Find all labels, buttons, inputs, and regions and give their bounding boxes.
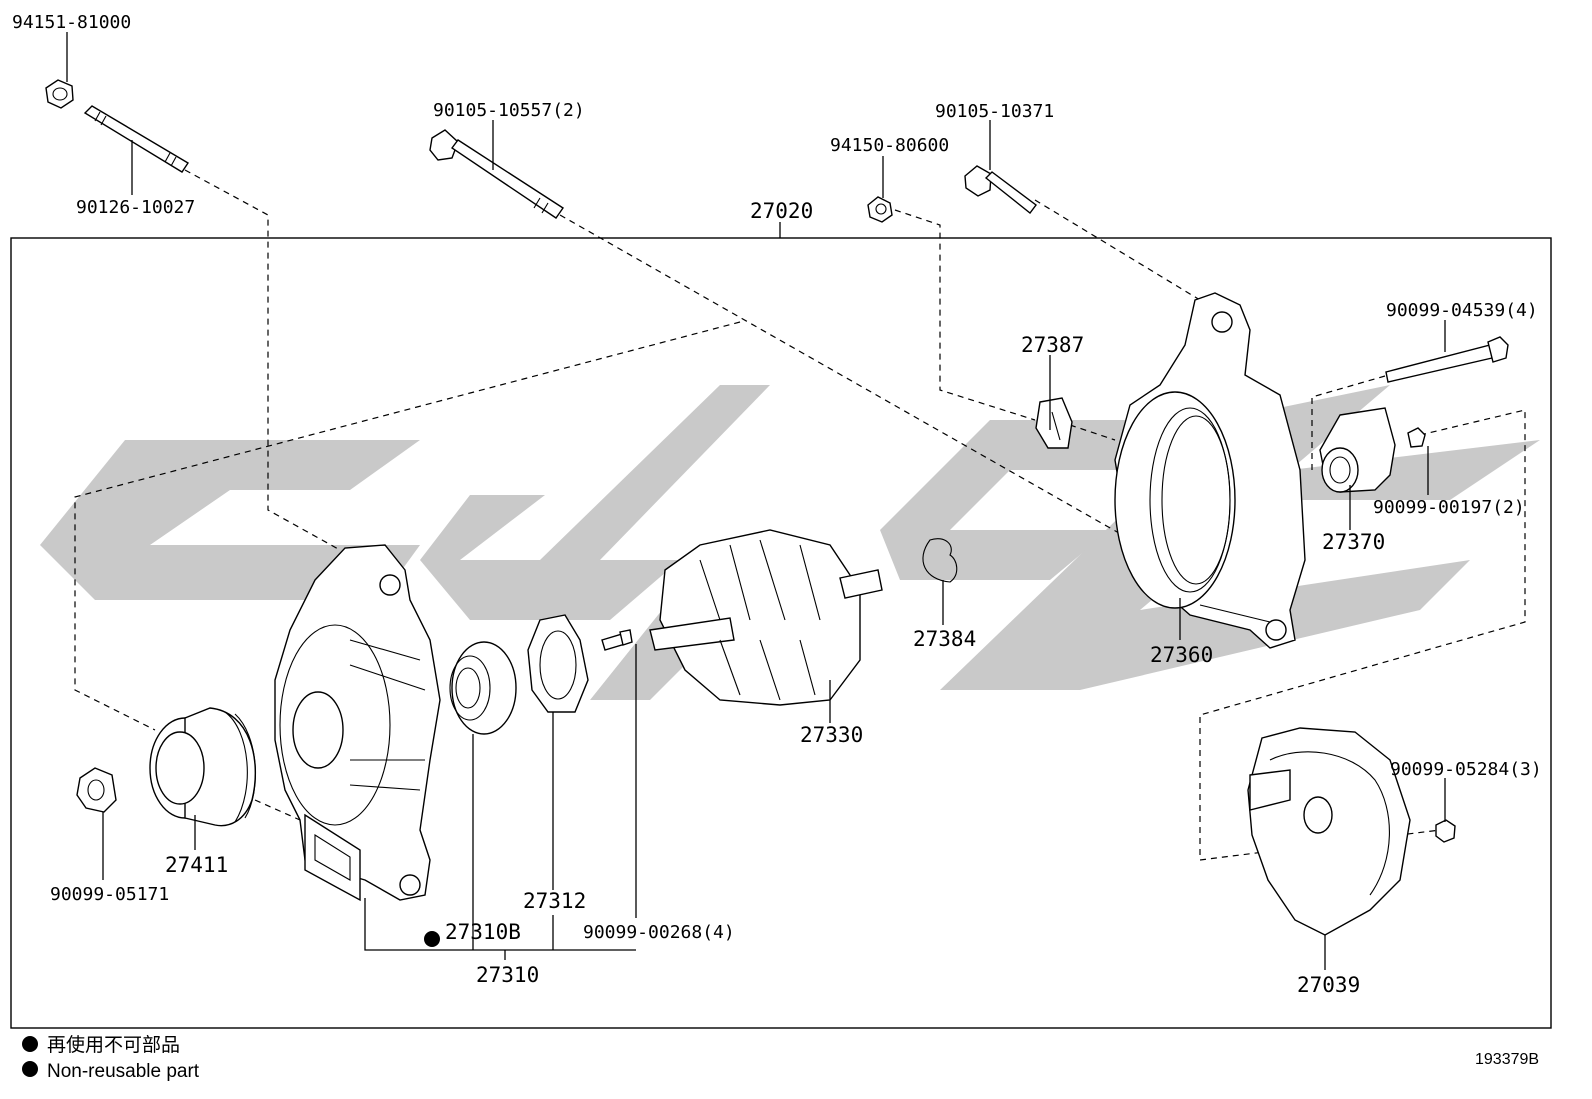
label-27387: 27387 xyxy=(1021,333,1084,357)
label-90105-10557: 90105-10557(2) xyxy=(433,100,585,121)
snap-ring-27384 xyxy=(922,538,958,583)
label-27370: 27370 xyxy=(1322,530,1385,554)
label-27384: 27384 xyxy=(913,627,976,651)
nut-94150 xyxy=(867,196,893,223)
label-27360: 27360 xyxy=(1150,643,1213,667)
label-94150-80600: 94150-80600 xyxy=(830,135,949,156)
legend-text-en: Non-reusable part xyxy=(47,1061,200,1082)
legend-bullet-jp xyxy=(22,1036,38,1052)
nut-90099-05171 xyxy=(76,767,117,813)
nut-94151 xyxy=(45,79,74,109)
label-27310: 27310 xyxy=(476,963,539,987)
regulator-27370 xyxy=(1319,407,1396,493)
label-27330: 27330 xyxy=(800,723,863,747)
rear-cover-27039 xyxy=(1247,727,1411,936)
assembly-guide-lines xyxy=(74,169,1526,861)
rotor-27330 xyxy=(649,529,883,706)
clip-27387 xyxy=(1035,397,1073,449)
stud-bolt-90126 xyxy=(83,105,189,173)
label-90099-05171: 90099-05171 xyxy=(50,884,169,905)
figure-id: 193379B xyxy=(1475,1051,1539,1068)
label-94151-81000: 94151-81000 xyxy=(12,12,131,33)
label-90126-10027: 90126-10027 xyxy=(76,197,195,218)
label-90099-04539: 90099-04539(4) xyxy=(1386,300,1538,321)
housing-27360 xyxy=(1114,292,1306,649)
label-90105-10371: 90105-10371 xyxy=(935,101,1054,122)
drive-end-frame-27310 xyxy=(274,544,441,902)
bolt-90105-10371 xyxy=(964,165,1037,214)
label-27310b: 27310B xyxy=(445,920,521,944)
non-reusable-mark xyxy=(424,931,440,947)
pulley-27411 xyxy=(149,707,256,827)
assembly-frame xyxy=(10,237,1552,1029)
bearing-27310b xyxy=(449,641,517,735)
label-27039: 27039 xyxy=(1297,973,1360,997)
label-27411: 27411 xyxy=(165,853,228,877)
legend-text-jp: 再使用不可部品 xyxy=(47,1034,180,1056)
label-27312: 27312 xyxy=(523,889,586,913)
plate-27312 xyxy=(527,614,589,713)
long-bolt-90099-04539 xyxy=(1385,336,1509,383)
screw-90099-00268 xyxy=(601,629,633,651)
screw-90099-00197 xyxy=(1407,427,1426,448)
label-27020: 27020 xyxy=(750,199,813,223)
label-90099-00268: 90099-00268(4) xyxy=(583,922,735,943)
nut-90099-05284 xyxy=(1435,819,1456,843)
bolt-90105-10557 xyxy=(429,129,564,219)
legend-bullet-en xyxy=(22,1061,38,1077)
label-90099-05284: 90099-05284(3) xyxy=(1390,759,1542,780)
label-90099-00197: 90099-00197(2) xyxy=(1373,497,1525,518)
